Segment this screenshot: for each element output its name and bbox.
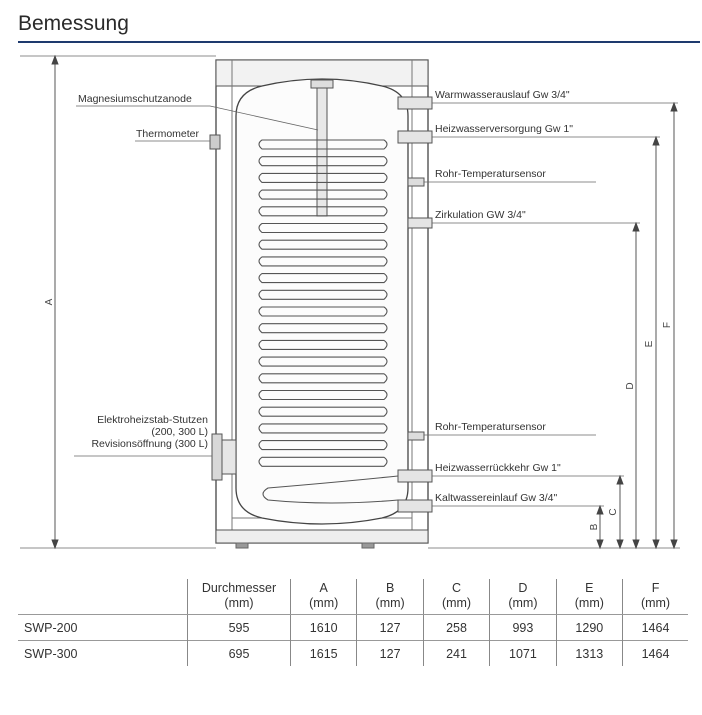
table-cell: 595 <box>187 614 291 641</box>
dim-label-c: C <box>608 508 619 515</box>
coil-return-bend <box>262 475 399 504</box>
table-cell: SWP-200 <box>18 614 188 641</box>
label-heating-supply: Heizwasserversorgung Gw 1" <box>435 123 573 135</box>
table-header: A(mm) <box>289 579 357 615</box>
table-header: F(mm) <box>622 579 688 615</box>
coil-winding <box>258 440 388 451</box>
sensor-bottom <box>407 431 425 441</box>
label-temp-sensor-top: Rohr-Temperatursensor <box>435 168 546 180</box>
table-cell: 1290 <box>555 614 623 641</box>
coil-winding <box>258 256 388 267</box>
coil-winding <box>258 239 388 250</box>
coil-winding <box>258 356 388 367</box>
anode-cap <box>310 79 334 89</box>
coil-winding <box>258 339 388 350</box>
table-header: D(mm) <box>489 579 557 615</box>
dimensions-table: Durchmesser(mm) A(mm) B(mm) C(mm) D(mm) … <box>18 579 688 666</box>
coil-winding <box>258 172 388 183</box>
coil-winding <box>258 373 388 384</box>
heating-coil <box>258 139 399 504</box>
pipe-heating-return <box>397 469 433 483</box>
page-title: Bemessung <box>18 12 129 35</box>
label-heating-return: Heizwasserrückkehr Gw 1" <box>435 462 561 474</box>
table-cell: 695 <box>187 640 291 666</box>
table-cell: 127 <box>356 614 424 641</box>
table-header: E(mm) <box>555 579 623 615</box>
pipe-warmwater <box>397 96 433 110</box>
coil-winding <box>258 423 388 434</box>
heater-flange <box>211 433 223 481</box>
label-heater-line1: Elektroheizstab-Stutzen <box>97 414 208 426</box>
label-warmwater-outlet: Warmwasserauslauf Gw 3/4" <box>435 89 570 101</box>
dim-label-a: A <box>44 298 55 305</box>
coil-winding <box>258 323 388 334</box>
coil-winding <box>258 289 388 300</box>
pipe-heating-supply <box>397 130 433 144</box>
table-cell: 1464 <box>622 640 688 666</box>
table-cell: 1313 <box>555 640 623 666</box>
coil-winding <box>258 189 388 200</box>
table-cell: 1071 <box>489 640 557 666</box>
table-cell: 1615 <box>289 640 357 666</box>
coil-winding <box>258 456 388 467</box>
table-header <box>18 579 188 615</box>
label-temp-sensor-bottom: Rohr-Temperatursensor <box>435 421 546 433</box>
dim-label-b: B <box>589 523 600 530</box>
label-magnesium-anode: Magnesiumschutzanode <box>78 93 192 105</box>
title-divider <box>18 41 700 43</box>
table-header: C(mm) <box>422 579 490 615</box>
coil-winding <box>258 406 388 417</box>
table-cell: 127 <box>356 640 424 666</box>
coil-winding <box>258 273 388 284</box>
table-cell: 993 <box>489 614 557 641</box>
cabinet-base <box>215 529 429 544</box>
table-row: SWP-200 595 1610 127 258 993 1290 1464 <box>18 614 688 641</box>
dim-label-d: D <box>625 382 636 389</box>
dim-label-e: E <box>644 340 655 347</box>
table-cell: 241 <box>422 640 490 666</box>
coil-winding <box>258 206 388 217</box>
table-header: B(mm) <box>356 579 424 615</box>
coil-winding <box>258 222 388 234</box>
table-cell: 1610 <box>289 614 357 641</box>
table-header: Durchmesser(mm) <box>187 579 291 615</box>
pipe-coldwater <box>397 499 433 513</box>
coil-winding <box>258 139 388 150</box>
table-row: SWP-300 695 1615 127 241 1071 1313 1464 <box>18 640 688 666</box>
pipe-circulation <box>407 217 433 229</box>
thermometer-sleeve <box>209 134 221 150</box>
label-thermometer: Thermometer <box>136 128 200 140</box>
label-circulation: Zirkulation GW 3/4" <box>435 209 526 221</box>
label-heater-socket: Elektroheizstab-Stutzen (200, 300 L) Rev… <box>91 414 208 450</box>
coil-winding <box>258 156 388 167</box>
label-heater-line2: (200, 300 L) <box>151 426 208 438</box>
label-heater-line3: Revisionsöffnung (300 L) <box>91 438 208 450</box>
table-cell: SWP-300 <box>18 640 188 666</box>
table-cell: 1464 <box>622 614 688 641</box>
coil-winding <box>258 306 388 317</box>
table-cell: 258 <box>422 614 490 641</box>
tank-drawing: A B C D E F <box>20 54 680 550</box>
dim-label-f: F <box>662 322 673 328</box>
table-header-row: Durchmesser(mm) A(mm) B(mm) C(mm) D(mm) … <box>18 579 688 615</box>
anode-rod <box>316 87 328 217</box>
sensor-top <box>407 177 425 187</box>
coil-winding <box>258 389 388 401</box>
label-coldwater-inlet: Kaltwassereinlauf Gw 3/4" <box>435 492 558 504</box>
